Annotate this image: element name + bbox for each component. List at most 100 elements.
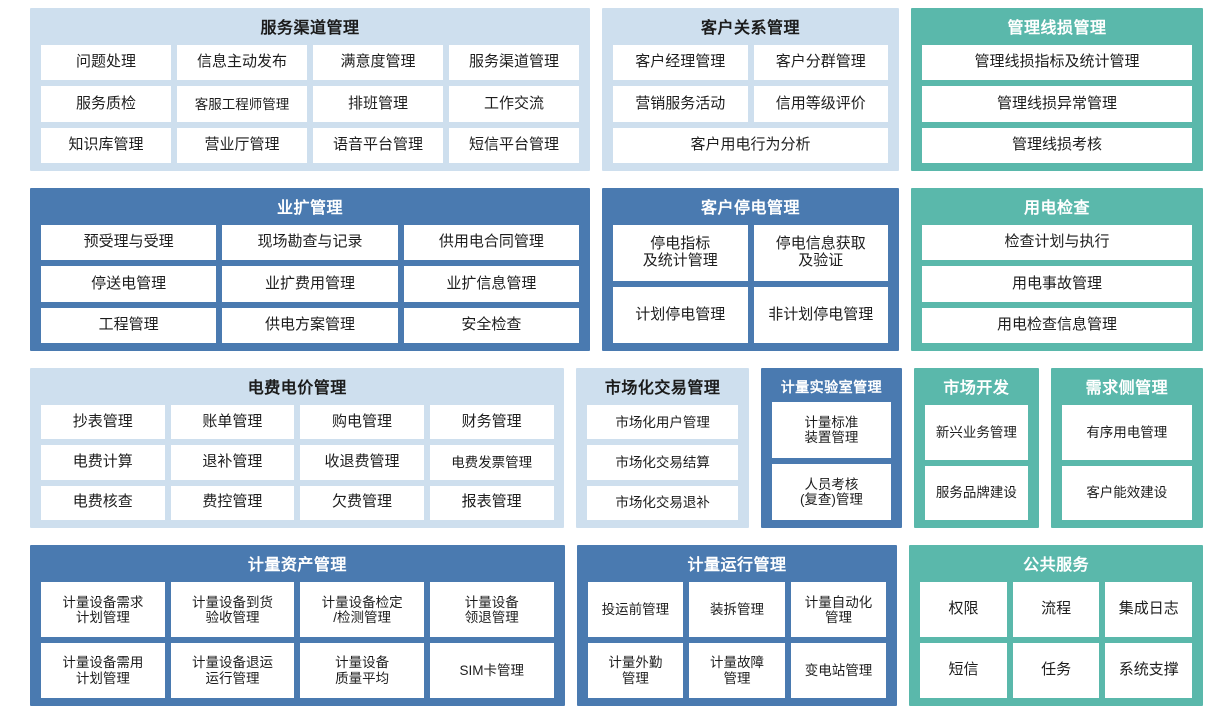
module-cell[interactable]: 短信平台管理 <box>449 127 580 163</box>
module-cell[interactable]: 业扩信息管理 <box>403 266 580 302</box>
module-cell[interactable]: 电费计算 <box>41 445 165 480</box>
module-cell[interactable]: 管理线损考核 <box>921 127 1192 163</box>
module-cell[interactable]: 客户分群管理 <box>753 45 888 81</box>
module-cell[interactable]: 管理线损异常管理 <box>921 86 1192 122</box>
panel-title: 市场化交易管理 <box>604 380 721 397</box>
module-cell[interactable]: 计量设备 质量平均 <box>300 643 424 698</box>
module-cell[interactable]: 知识库管理 <box>41 127 172 163</box>
grid-row: 服务质检 客服工程师管理 排班管理 工作交流 <box>41 86 580 122</box>
module-cell[interactable]: 现场勘查与记录 <box>222 225 398 261</box>
panel-grid: 客户经理管理 客户分群管理 营销服务活动 信用等级评价 客户用电行为分析 <box>613 45 888 163</box>
grid-row: 计量标准 装置管理 <box>771 402 892 459</box>
module-cell[interactable]: 营销服务活动 <box>613 86 748 122</box>
module-cell[interactable]: 计量设备退运 运行管理 <box>170 643 295 698</box>
module-cell[interactable]: 新兴业务管理 <box>925 405 1028 460</box>
module-cell[interactable]: 收退费管理 <box>300 445 424 480</box>
module-cell[interactable]: 停电信息获取 及验证 <box>753 225 888 282</box>
module-cell[interactable]: 电费核查 <box>41 485 165 520</box>
module-cell[interactable]: 客户能效建设 <box>1061 465 1192 520</box>
module-cell[interactable]: 抄表管理 <box>41 405 165 440</box>
grid-row: 市场化用户管理 <box>587 405 738 440</box>
grid-row: 知识库管理 营业厅管理 语音平台管理 短信平台管理 <box>41 127 580 163</box>
grid-row: 预受理与受理 现场勘查与记录 供用电合同管理 <box>41 225 580 261</box>
module-cell[interactable]: 购电管理 <box>300 405 424 440</box>
module-cell[interactable]: 信息主动发布 <box>177 45 308 81</box>
module-cell[interactable]: 供电方案管理 <box>222 307 398 343</box>
module-cell[interactable]: 客户用电行为分析 <box>613 127 888 163</box>
module-cell[interactable]: 服务渠道管理 <box>449 45 580 81</box>
module-cell[interactable]: 管理线损指标及统计管理 <box>921 45 1192 81</box>
module-cell[interactable]: 计量自动化 管理 <box>790 582 887 638</box>
module-cell[interactable]: 信用等级评价 <box>753 86 888 122</box>
module-cell[interactable]: 停送电管理 <box>41 266 217 302</box>
module-cell[interactable]: 营业厅管理 <box>177 127 308 163</box>
module-cell[interactable]: 计量标准 装置管理 <box>771 402 892 459</box>
grid-row: 营销服务活动 信用等级评价 <box>613 86 888 122</box>
panel-metering-operation-management: 计量运行管理 投运前管理 装拆管理 计量自动化 管理 计量外勤 管理 计量故障 … <box>576 545 898 706</box>
grid-row: 市场化交易退补 <box>587 485 738 520</box>
panel-title: 公共服务 <box>1023 557 1090 574</box>
module-cell[interactable]: 装拆管理 <box>689 582 785 638</box>
module-cell[interactable]: 有序用电管理 <box>1061 405 1192 460</box>
module-cell[interactable]: 排班管理 <box>313 86 444 122</box>
module-cell[interactable]: 财务管理 <box>429 405 554 440</box>
module-cell[interactable]: 市场化交易退补 <box>587 485 738 520</box>
module-cell[interactable]: 客户经理管理 <box>613 45 748 81</box>
module-cell[interactable]: 报表管理 <box>429 485 554 520</box>
panel-public-services: 公共服务 权限 流程 集成日志 短信 任务 系统支撑 <box>909 545 1204 706</box>
module-cell[interactable]: 安全检查 <box>403 307 580 343</box>
module-cell[interactable]: 投运前管理 <box>587 582 684 638</box>
module-cell[interactable]: 计划停电管理 <box>613 287 748 343</box>
module-cell[interactable]: 费控管理 <box>170 485 295 520</box>
module-cell[interactable]: 语音平台管理 <box>313 127 444 163</box>
module-cell[interactable]: 系统支撑 <box>1105 643 1192 698</box>
module-cell[interactable]: 计量设备 领退管理 <box>429 582 554 638</box>
module-cell[interactable]: 用电事故管理 <box>921 266 1192 302</box>
module-cell[interactable]: 停电指标 及统计管理 <box>613 225 748 282</box>
module-cell[interactable]: 权限 <box>920 582 1007 638</box>
module-cell[interactable]: 服务品牌建设 <box>925 465 1028 520</box>
module-cell[interactable]: 服务质检 <box>41 86 172 122</box>
module-cell[interactable]: 工程管理 <box>41 307 217 343</box>
module-cell[interactable]: 电费发票管理 <box>429 445 554 480</box>
module-cell[interactable]: 市场化交易结算 <box>587 445 738 480</box>
grid-row: 客户用电行为分析 <box>613 127 888 163</box>
module-cell[interactable]: 变电站管理 <box>790 643 887 698</box>
panel-title: 客户关系管理 <box>701 20 801 37</box>
module-cell[interactable]: 工作交流 <box>449 86 580 122</box>
module-cell[interactable]: 计量设备需用 计划管理 <box>41 643 165 698</box>
panel-demand-side-management: 需求侧管理 有序用电管理 客户能效建设 <box>1050 368 1203 528</box>
module-cell[interactable]: 短信 <box>920 643 1007 698</box>
module-cell[interactable]: 集成日志 <box>1105 582 1192 638</box>
module-cell[interactable]: SIM卡管理 <box>429 643 554 698</box>
module-cell[interactable]: 计量设备需求 计划管理 <box>41 582 165 638</box>
module-cell[interactable]: 任务 <box>1012 643 1100 698</box>
module-cell[interactable]: 市场化用户管理 <box>587 405 738 440</box>
module-cell[interactable]: 供用电合同管理 <box>403 225 580 261</box>
module-cell[interactable]: 检查计划与执行 <box>921 225 1192 261</box>
module-cell[interactable]: 用电检查信息管理 <box>921 307 1192 343</box>
panel-title: 用电检查 <box>1023 200 1090 217</box>
module-cell[interactable]: 计量设备到货 验收管理 <box>170 582 295 638</box>
panel-grid: 计量标准 装置管理 人员考核 (复查)管理 <box>771 402 892 521</box>
module-cell[interactable]: 客服工程师管理 <box>177 86 308 122</box>
module-cell[interactable]: 非计划停电管理 <box>753 287 888 343</box>
module-cell[interactable]: 计量故障 管理 <box>689 643 785 698</box>
grid-row: 抄表管理 账单管理 购电管理 财务管理 <box>41 405 554 440</box>
module-cell[interactable]: 流程 <box>1012 582 1100 638</box>
module-cell[interactable]: 人员考核 (复查)管理 <box>771 464 892 521</box>
grid-row: 新兴业务管理 <box>925 405 1028 460</box>
module-cell[interactable]: 计量设备检定 /检测管理 <box>300 582 424 638</box>
module-cell[interactable]: 预受理与受理 <box>41 225 217 261</box>
module-cell[interactable]: 计量外勤 管理 <box>587 643 684 698</box>
module-cell[interactable]: 业扩费用管理 <box>222 266 398 302</box>
panel-row-3: 电费电价管理 抄表管理 账单管理 购电管理 财务管理 电费计算 退补管理 收退费… <box>30 368 1203 528</box>
module-cell[interactable]: 欠费管理 <box>300 485 424 520</box>
panel-grid: 计量设备需求 计划管理 计量设备到货 验收管理 计量设备检定 /检测管理 计量设… <box>41 582 554 698</box>
grid-row: 计划停电管理 非计划停电管理 <box>613 287 888 343</box>
module-cell[interactable]: 账单管理 <box>170 405 295 440</box>
module-cell[interactable]: 满意度管理 <box>313 45 444 81</box>
panel-title: 客户停电管理 <box>701 200 801 217</box>
module-cell[interactable]: 退补管理 <box>170 445 295 480</box>
module-cell[interactable]: 问题处理 <box>41 45 172 81</box>
